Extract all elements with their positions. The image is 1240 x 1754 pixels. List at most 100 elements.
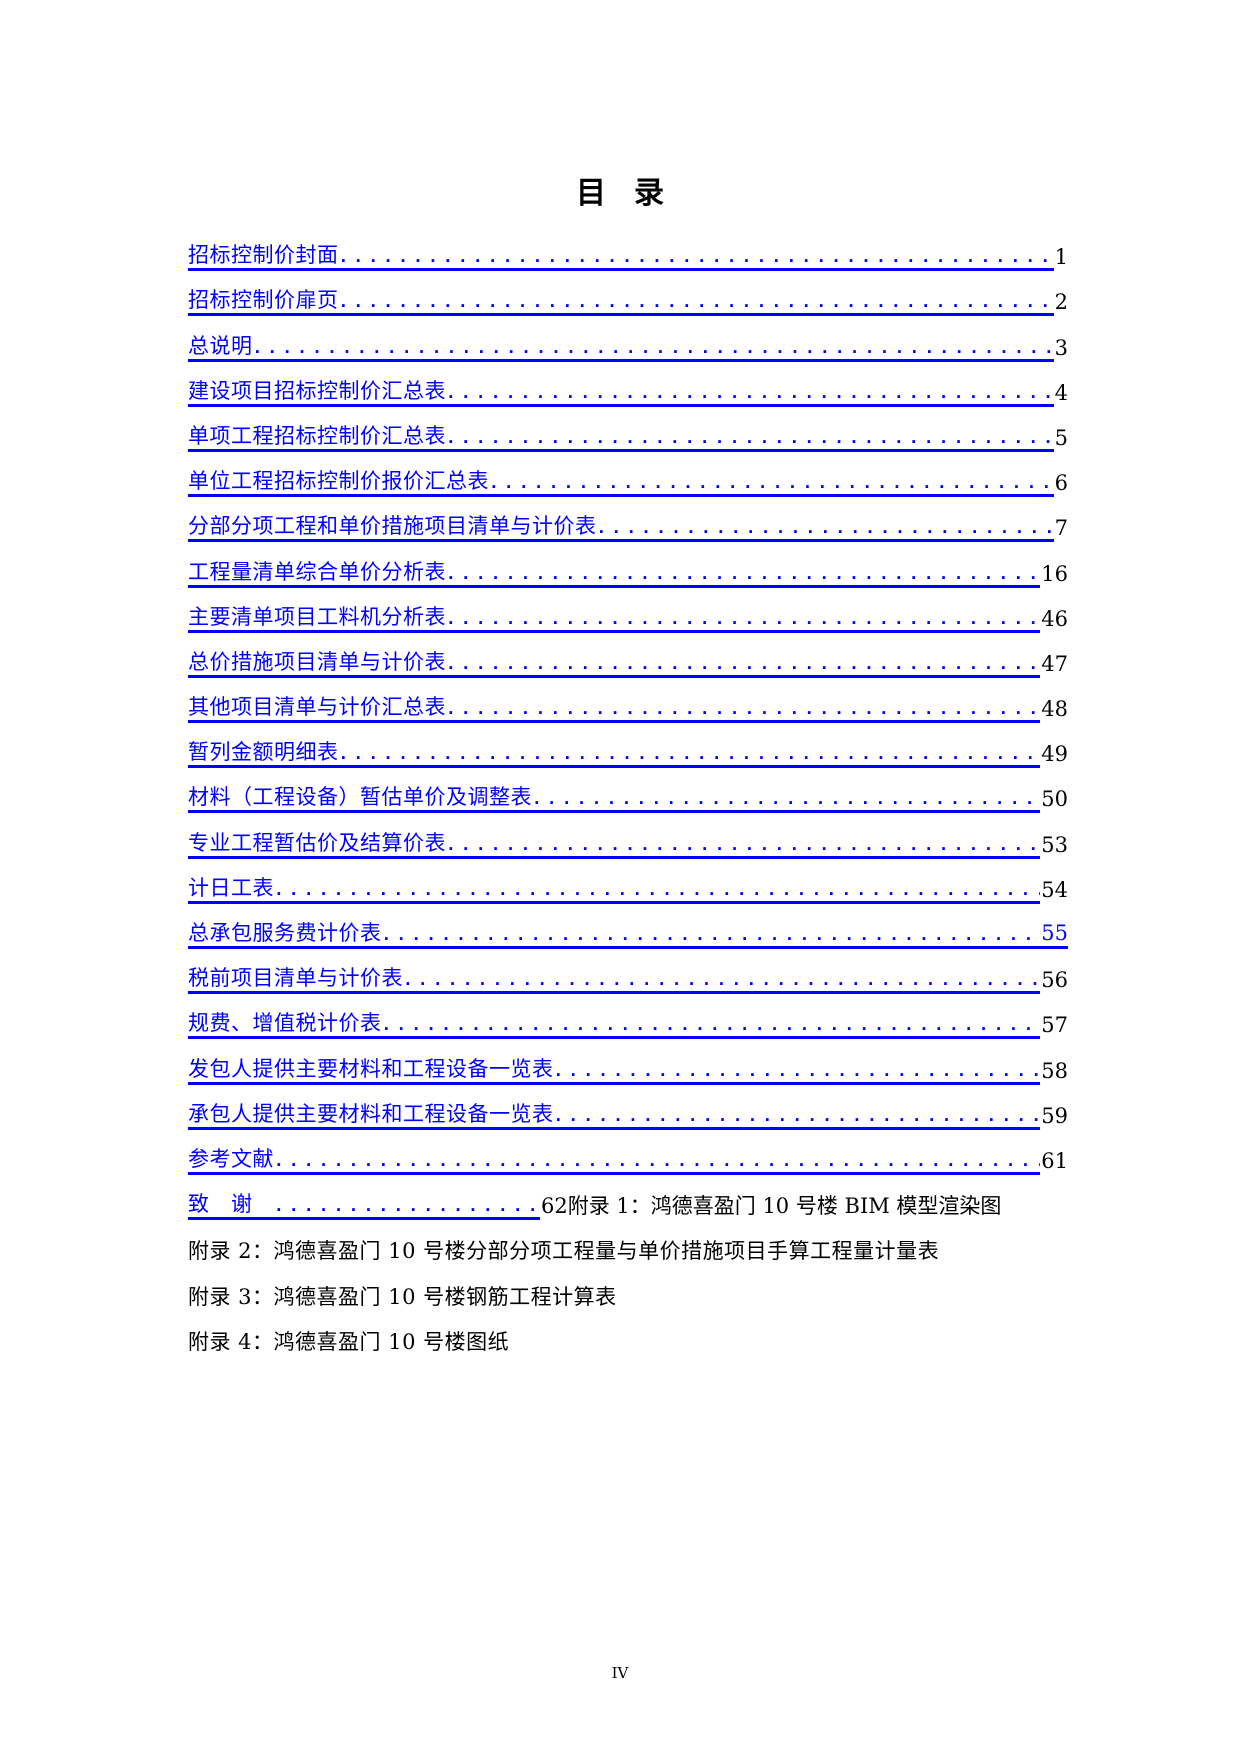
toc-entry-link[interactable]: 工程量清单综合单价分析表............................… xyxy=(188,559,1041,588)
toc-entry-link[interactable]: 规费、增值税计价表...............................… xyxy=(188,1010,1041,1040)
toc-entry: 发包人提供主要材料和工程设备一览表.......................… xyxy=(188,1039,1068,1085)
toc-entry: 专业工程暂估价及结算价表............................… xyxy=(188,813,1068,859)
toc-entry-link[interactable]: 单项工程招标控制价汇总表............................… xyxy=(188,423,1054,452)
toc-dot-leader: ........................................… xyxy=(403,970,1041,990)
toc-page-number: 1 xyxy=(1054,245,1068,270)
appendix-1-text: 附录 1：鸿德喜盈门 10 号楼 BIM 模型渲染图 xyxy=(567,1194,1002,1219)
toc-page-number: 54 xyxy=(1041,877,1068,902)
toc-entry-link[interactable]: 总承包服务费计价表...............................… xyxy=(188,920,1041,949)
toc-dot-leader: ........................................… xyxy=(446,653,1041,673)
toc-page-number: 6 xyxy=(1054,471,1068,496)
toc-dot-leader: ........................................… xyxy=(553,1060,1041,1080)
toc-entry: 工程量清单综合单价分析表............................… xyxy=(188,542,1068,588)
toc-page-number: 59 xyxy=(1041,1103,1068,1128)
toc-entry: 参考文献....................................… xyxy=(188,1130,1068,1175)
toc-page-number: 4 xyxy=(1054,380,1068,405)
toc-entry: 规费、增值税计价表...............................… xyxy=(188,994,1068,1040)
toc-dot-leader: ........................................… xyxy=(446,834,1041,854)
toc-page-number: 48 xyxy=(1041,697,1068,722)
toc-page-number: 3 xyxy=(1054,335,1068,360)
toc-entry: 计日工表....................................… xyxy=(188,859,1068,904)
toc-page-number: 2 xyxy=(1054,290,1068,315)
toc-entry-link[interactable]: 参考文献....................................… xyxy=(188,1146,1041,1175)
toc-entry-link[interactable]: 主要清单项目工料机分析表............................… xyxy=(188,604,1041,633)
toc-page-number: 57 xyxy=(1041,1013,1068,1038)
toc-entry-link[interactable]: 招标控制价扉页.................................… xyxy=(188,287,1054,317)
toc-dot-leader: ........................................… xyxy=(338,744,1041,764)
toc-entry: 单位工程招标控制价报价汇总表..........................… xyxy=(188,452,1068,498)
toc-entry-link[interactable]: 招标控制价封面.................................… xyxy=(188,242,1054,272)
toc-entry-link[interactable]: 总说明.....................................… xyxy=(188,333,1054,362)
toc-page-number: 61 xyxy=(1041,1148,1068,1173)
toc-entry-label: 主要清单项目工料机分析表 xyxy=(188,604,446,629)
toc-dot-leader: ........................................… xyxy=(381,1015,1041,1035)
toc-entry-link[interactable]: 计日工表....................................… xyxy=(188,875,1041,904)
toc-page-number: 53 xyxy=(1041,832,1068,857)
toc-entry-label: 致谢 xyxy=(188,1192,274,1217)
toc-entry-link[interactable]: 总价措施项目清单与计价表............................… xyxy=(188,649,1041,678)
toc-entry: 单项工程招标控制价汇总表............................… xyxy=(188,407,1068,452)
toc-entry-label: 总说明 xyxy=(188,333,253,358)
toc-entry-label: 承包人提供主要材料和工程设备一览表 xyxy=(188,1101,554,1126)
toc-dot-leader: ........................................… xyxy=(381,925,1041,944)
toc-entry-acknowledgement: 致谢......................................… xyxy=(188,1175,1068,1221)
toc-dot-leader: ........................................… xyxy=(489,473,1054,493)
toc-page-number: 62 xyxy=(541,1194,568,1219)
toc-entry-label: 分部分项工程和单价措施项目清单与计价表 xyxy=(188,514,597,539)
toc-page-number: 58 xyxy=(1041,1058,1068,1083)
toc-entry-label: 参考文献 xyxy=(188,1146,274,1171)
toc-entry-label: 其他项目清单与计价汇总表 xyxy=(188,695,446,720)
toc-dot-leader: ........................................… xyxy=(532,789,1040,809)
toc-entry-label: 招标控制价扉页 xyxy=(188,288,339,313)
toc-entry-label: 材料（工程设备）暂估单价及调整表 xyxy=(188,785,532,810)
toc-entry-label: 税前项目清单与计价表 xyxy=(188,966,403,991)
toc-dot-leader: ........................................… xyxy=(553,1105,1041,1125)
toc-dot-leader: ........................................… xyxy=(596,518,1054,538)
toc-entry-link[interactable]: 材料（工程设备）暂估单价及调整表........................… xyxy=(188,784,1041,814)
toc-page-number: 16 xyxy=(1041,561,1068,586)
toc-entry-label: 总承包服务费计价表 xyxy=(188,921,382,945)
toc-entry-label: 总价措施项目清单与计价表 xyxy=(188,649,446,674)
toc-entry: 主要清单项目工料机分析表............................… xyxy=(188,588,1068,633)
toc-entry: 建设项目招标控制价汇总表............................… xyxy=(188,362,1068,407)
toc-entry: 暂列金额明细表.................................… xyxy=(188,723,1068,769)
toc-entry-link[interactable]: 其他项目清单与计价汇总表............................… xyxy=(188,694,1041,724)
toc-entry-link[interactable]: 暂列金额明细表.................................… xyxy=(188,739,1041,769)
toc-entry-link[interactable]: 承包人提供主要材料和工程设备一览表.......................… xyxy=(188,1101,1041,1130)
page-number-footer: IV xyxy=(611,1664,629,1682)
toc-entry-link[interactable]: 专业工程暂估价及结算价表............................… xyxy=(188,830,1041,859)
toc-page-number: 50 xyxy=(1041,787,1068,812)
table-of-contents: 招标控制价封面.................................… xyxy=(188,226,1068,1356)
toc-page-number: 47 xyxy=(1041,651,1068,676)
toc-entry: 材料（工程设备）暂估单价及调整表........................… xyxy=(188,768,1068,814)
toc-entry-label: 专业工程暂估价及结算价表 xyxy=(188,830,446,855)
toc-entry-label: 规费、增值税计价表 xyxy=(188,1011,382,1036)
toc-entry-label: 计日工表 xyxy=(188,875,274,900)
toc-dot-leader: ........................................… xyxy=(274,1196,540,1216)
toc-entry-link[interactable]: 建设项目招标控制价汇总表............................… xyxy=(188,378,1054,407)
toc-dot-leader: ........................................… xyxy=(446,563,1041,583)
toc-dot-leader: ........................................… xyxy=(446,608,1041,628)
toc-entry: 总价措施项目清单与计价表............................… xyxy=(188,633,1068,678)
toc-entry: 招标控制价封面.................................… xyxy=(188,226,1068,272)
toc-entry-link[interactable]: 税前项目清单与计价表..............................… xyxy=(188,965,1041,995)
toc-page-number[interactable]: 55 xyxy=(1040,920,1068,949)
toc-entry-label: 工程量清单综合单价分析表 xyxy=(188,559,446,584)
toc-entry-label: 建设项目招标控制价汇总表 xyxy=(188,378,446,403)
toc-entry-label: 发包人提供主要材料和工程设备一览表 xyxy=(188,1056,554,1081)
toc-page-number: 49 xyxy=(1041,742,1068,767)
appendix-line: 附录 3：鸿德喜盈门 10 号楼钢筋工程计算表 xyxy=(188,1284,617,1309)
toc-entry: 招标控制价扉页.................................… xyxy=(188,271,1068,317)
toc-dot-leader: ........................................… xyxy=(446,427,1054,447)
toc-entry-link[interactable]: 致谢......................................… xyxy=(188,1191,540,1221)
appendix-line: 附录 2：鸿德喜盈门 10 号楼分部分项工程量与单价措施项目手算工程量计量表 xyxy=(188,1239,940,1264)
toc-entry: 分部分项工程和单价措施项目清单与计价表.....................… xyxy=(188,497,1068,543)
toc-entry-label: 招标控制价封面 xyxy=(188,243,339,268)
toc-dot-leader: ........................................… xyxy=(274,1150,1040,1170)
toc-dot-leader: ........................................… xyxy=(446,382,1054,402)
toc-entry-link[interactable]: 分部分项工程和单价措施项目清单与计价表.....................… xyxy=(188,513,1054,543)
toc-page-number: 46 xyxy=(1041,606,1068,631)
toc-entry-link[interactable]: 单位工程招标控制价报价汇总表..........................… xyxy=(188,468,1054,498)
toc-entry: 其他项目清单与计价汇总表............................… xyxy=(188,678,1068,724)
toc-entry-link[interactable]: 发包人提供主要材料和工程设备一览表.......................… xyxy=(188,1056,1041,1085)
